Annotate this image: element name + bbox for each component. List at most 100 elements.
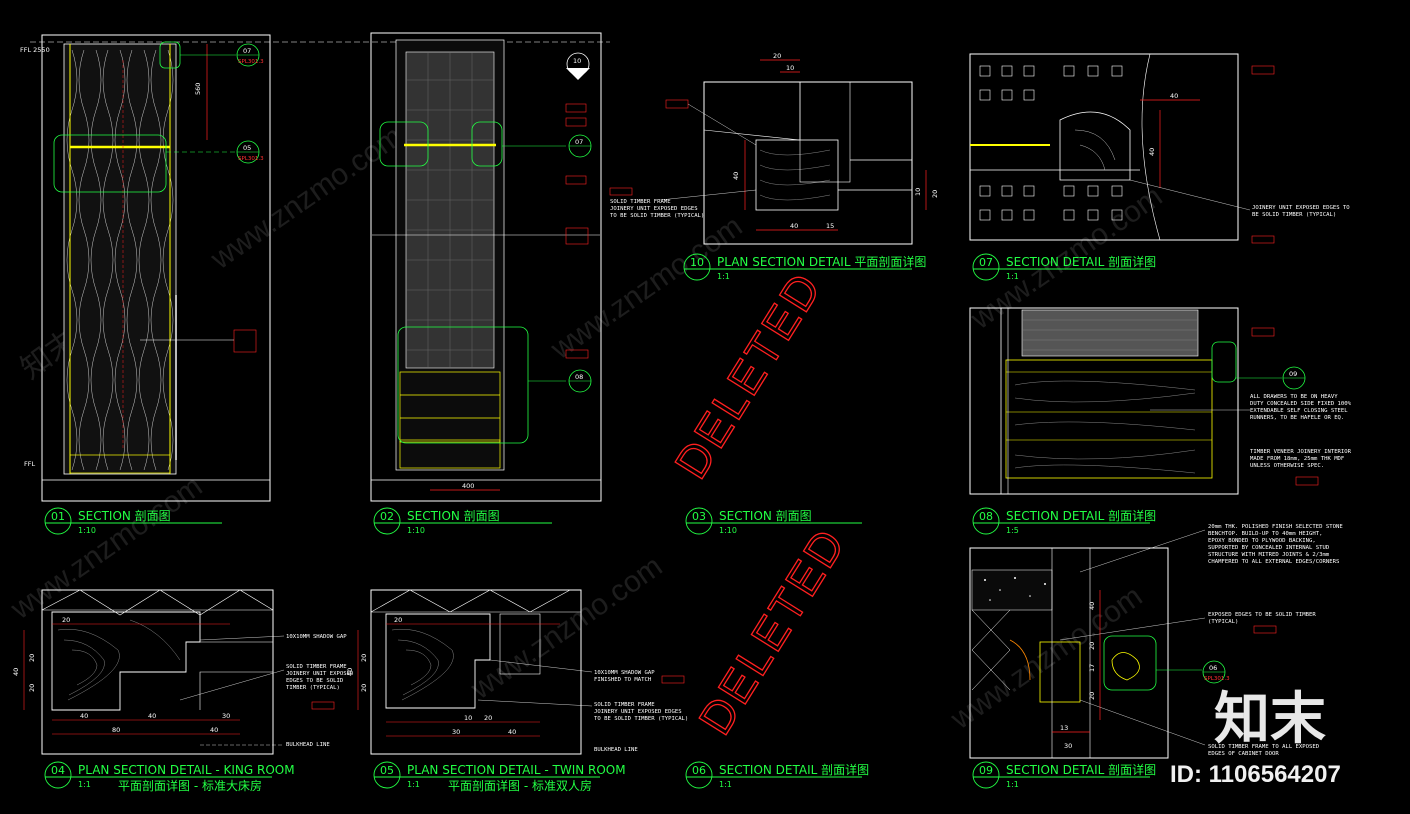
note-text: SOLID TIMBER FRAME <box>610 199 671 205</box>
note-text: RUNNERS, TO BE HAFELE OR EQ. <box>1250 415 1344 421</box>
detail-title: PLAN SECTION DETAIL 平面剖面详图 <box>717 254 926 269</box>
wood-grain-pattern <box>66 49 174 471</box>
title-block-08[interactable]: 08 SECTION DETAIL 剖面详图 1:5 <box>972 507 1156 535</box>
note-text: DUTY CONCEALED SIDE FIXED 100% <box>1250 401 1352 407</box>
detail-05-plan-section[interactable]: 20 10 20 30 40 40 20 20 10X10MM SHADOW G… <box>346 589 688 755</box>
note-text: JOINERY UNIT EXPOSED <box>286 671 354 677</box>
title-block-07[interactable]: 07 SECTION DETAIL 剖面详图 1:1 <box>972 253 1156 281</box>
detail-scale: 1:1 <box>717 272 730 281</box>
watermark-layer: www.znzmo.com www.znzmo.com www.znzmo.co… <box>4 120 1168 737</box>
note-text: TIMBER (TYPICAL) <box>286 685 340 691</box>
dim-40: 40 <box>148 712 156 720</box>
dim-15: 15 <box>826 222 834 230</box>
dim-30: 30 <box>452 728 460 736</box>
note-text: TO BE SOLID TIMBER (TYPICAL) <box>594 716 688 722</box>
dim-17: 17 <box>1088 664 1096 672</box>
brand-logo: 知末 ID: 1106564207 <box>1170 687 1341 788</box>
title-block-09[interactable]: 09 SECTION DETAIL 剖面详图 1:1 <box>972 761 1156 789</box>
callout-number: 09 <box>1289 370 1297 378</box>
tile-grid <box>406 52 494 368</box>
dim-30: 30 <box>222 712 230 720</box>
detail-number: 09 <box>979 764 993 777</box>
watermark-text: www.znzmo.com <box>544 210 748 367</box>
note-text: SOLID TIMBER FRAME <box>286 664 347 670</box>
dim-20: 20 <box>62 616 70 624</box>
deleted-label: DELETED <box>664 262 832 487</box>
callout-07-b[interactable]: 07 <box>568 134 592 158</box>
ffl-top-label: FFL 2550 <box>20 46 50 54</box>
note-text: EPOXY BONDED TO PLYWOOD BACKING, <box>1208 538 1316 544</box>
dim-20: 20 <box>773 52 781 60</box>
note-text: EXTENDABLE SELF CLOSING STEEL <box>1250 408 1348 414</box>
note-text: SUPPORTED BY CONCEALED INTERNAL STUD <box>1208 545 1330 551</box>
dim-40: 40 <box>1148 148 1156 156</box>
title-block-03[interactable]: 03 SECTION 剖面图 1:10 <box>685 507 862 535</box>
note-text: EXPOSED EDGES TO BE SOLID TIMBER <box>1208 612 1316 618</box>
detail-scale: 1:1 <box>1006 780 1019 789</box>
detail-10-plan-section[interactable]: 20 10 40 40 15 10 20 SOLID TIMBER FRAME … <box>609 52 939 245</box>
dim-10: 10 <box>464 714 472 722</box>
detail-08-section-detail[interactable]: ALL DRAWERS TO BE ON HEAVY DUTY CONCEALE… <box>969 307 1352 495</box>
stone-texture <box>1022 319 1198 351</box>
note-text: EDGES TO BE SOLID <box>286 678 344 684</box>
callout-09-a[interactable]: 09 <box>1282 366 1306 390</box>
detail-scale: 1:10 <box>719 526 737 535</box>
title-block-04[interactable]: 04 PLAN SECTION DETAIL - KING ROOM 1:1 平… <box>44 761 295 793</box>
note-text: TO BE SOLID TIMBER (TYPICAL) <box>610 213 704 219</box>
note-text: JOINERY UNIT EXPOSED EDGES TO <box>1252 205 1350 211</box>
detail-number: 02 <box>380 510 394 523</box>
callout-ref: SPL301.3 <box>238 59 264 65</box>
detail-01-section[interactable]: FFL 2550 FFL 560 <box>20 34 610 502</box>
title-block-06[interactable]: 06 SECTION DETAIL 剖面详图 1:1 <box>685 761 869 789</box>
title-block-10[interactable]: 10 PLAN SECTION DETAIL 平面剖面详图 1:1 <box>683 253 926 281</box>
callout-06-a[interactable]: 06 SPL301.3 <box>1202 660 1230 684</box>
brand-id-text: ID: 1106564207 <box>1170 761 1341 788</box>
detail-02-section[interactable]: 400 <box>370 32 602 502</box>
note-text: 10X10MM SHADOW GAP <box>594 670 655 676</box>
note-text: (TYPICAL) <box>1208 619 1238 625</box>
note-text: STRUCTURE WITH MITRED JOINTS & 2/3mm <box>1208 552 1330 558</box>
dim-20: 20 <box>1088 692 1096 700</box>
detail-title: SECTION 剖面图 <box>407 509 500 523</box>
detail-09-section-detail[interactable]: 40 20 17 20 13 30 20mm THK. POLISHED FIN… <box>969 524 1343 759</box>
note-text: SOLID TIMBER FRAME <box>594 702 655 708</box>
dim-20: 20 <box>28 684 36 692</box>
callout-05-a[interactable]: 05 SPL301.3 <box>236 140 264 164</box>
detail-scale: 1:5 <box>1006 526 1019 535</box>
note-text: BE SOLID TIMBER (TYPICAL) <box>1252 212 1336 218</box>
stone-speckle <box>984 577 1046 601</box>
callout-number: 07 <box>575 138 583 146</box>
callout-10-a[interactable]: 10 <box>566 52 590 80</box>
detail-number: 08 <box>979 510 993 523</box>
callout-number: 05 <box>243 144 251 152</box>
dim-40: 40 <box>790 222 798 230</box>
watermark-text: www.znzmo.com <box>204 120 408 277</box>
detail-number: 04 <box>51 764 65 777</box>
title-block-02[interactable]: 02 SECTION 剖面图 1:10 <box>373 507 552 535</box>
detail-07-section-detail[interactable]: 40 40 JOINERY UNIT EXPOSED EDGES TO BE S… <box>969 53 1350 244</box>
detail-scale: 1:10 <box>407 526 425 535</box>
dim-40: 40 <box>732 172 740 180</box>
dim-40: 40 <box>210 726 218 734</box>
title-block-05[interactable]: 05 PLAN SECTION DETAIL - TWIN ROOM 1:1 平… <box>373 761 626 793</box>
detail-title: PLAN SECTION DETAIL - TWIN ROOM <box>407 763 626 777</box>
wood-grain-pattern <box>1014 380 1196 474</box>
dim-40: 40 <box>1170 92 1178 100</box>
note-text: MADE FROM 18mm, 25mm THK MDF <box>1250 456 1345 462</box>
dim-10: 10 <box>914 188 922 196</box>
dim-40: 40 <box>12 668 20 676</box>
title-block-01[interactable]: 01 SECTION 剖面图 1:10 <box>44 507 222 535</box>
note-text: UNLESS OTHERWISE SPEC. <box>1250 463 1324 469</box>
detail-title: SECTION DETAIL 剖面详图 <box>1006 762 1156 777</box>
note-text: 20mm THK. POLISHED FINISH SELECTED STONE <box>1208 524 1343 530</box>
deleted-stamp-03: DELETED <box>664 261 833 488</box>
note-text: 10X10MM SHADOW GAP <box>286 634 347 640</box>
callout-07-a[interactable]: 07 SPL301.3 <box>236 43 264 67</box>
deleted-stamp-06: DELETED <box>688 517 857 744</box>
detail-subtitle: 平面剖面详图 - 标准大床房 <box>118 778 262 793</box>
dim-20: 20 <box>931 190 939 198</box>
dim-40: 40 <box>1088 602 1096 610</box>
detail-04-plan-section[interactable]: 20 40 40 30 80 40 40 20 20 10X10MM SHADO… <box>12 589 354 755</box>
callout-08-a[interactable]: 08 <box>568 369 592 393</box>
